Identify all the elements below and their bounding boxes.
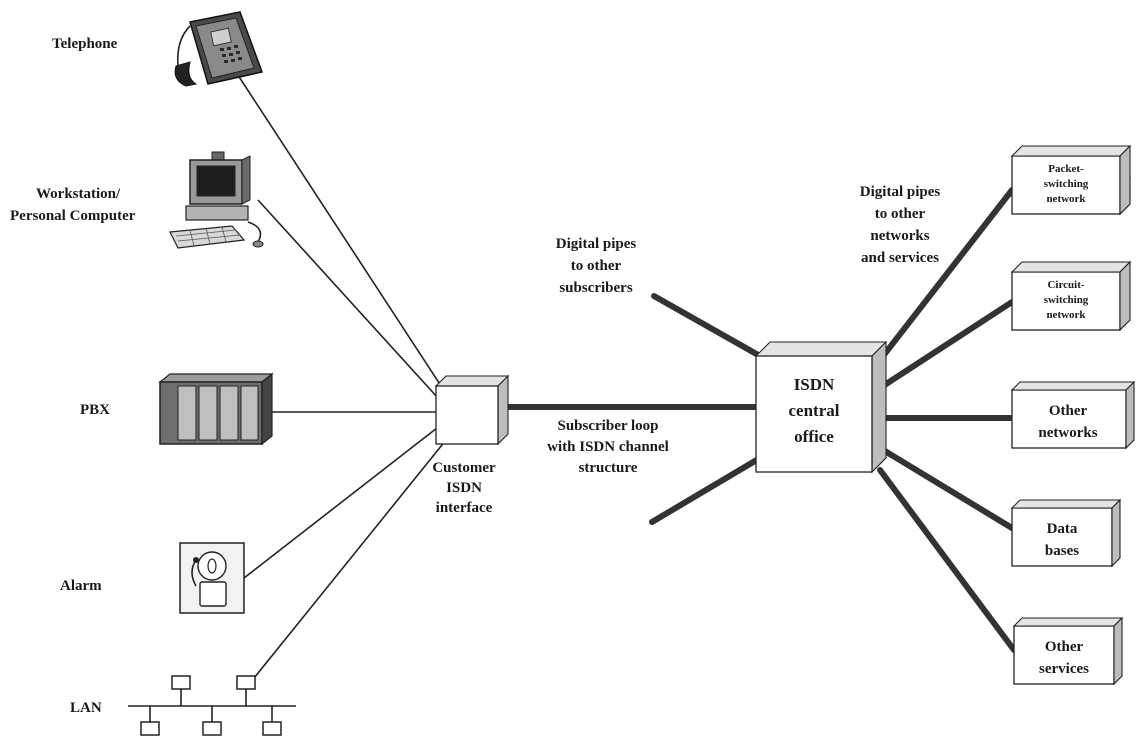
telephone-icon xyxy=(174,11,263,87)
central-office-box xyxy=(754,340,888,474)
other-services-label-line2: services xyxy=(1039,661,1089,677)
central-office-label-line2: central xyxy=(789,401,840,420)
packet-switching-network-box xyxy=(1010,144,1132,216)
circuit-switching-network-box xyxy=(1010,260,1132,332)
packet-network-label-line2: switching xyxy=(1044,178,1089,190)
lan-label: LAN xyxy=(70,700,102,716)
central-office-label-line3: office xyxy=(794,427,834,446)
pipes-networks-label-line1: Digital pipes xyxy=(860,184,941,200)
other-services-box xyxy=(1012,616,1124,686)
pbx-label: PBX xyxy=(80,402,110,418)
digital-pipes xyxy=(499,187,1017,653)
customer-interface-label-line1: Customer xyxy=(432,460,496,476)
other-networks-label-line1: Other xyxy=(1049,403,1088,419)
databases-label-line1: Data xyxy=(1047,521,1078,537)
circuit-network-label-line2: switching xyxy=(1044,294,1089,306)
packet-network-label-line3: network xyxy=(1046,193,1086,205)
workstation-label-line1: Workstation/ xyxy=(36,186,121,202)
other-services-label-line1: Other xyxy=(1045,639,1084,655)
workstation-icon xyxy=(169,151,264,249)
device-connections xyxy=(231,65,447,689)
pipes-networks-label-line4: and services xyxy=(861,250,939,266)
circuit-network-label-line1: Circuit- xyxy=(1047,279,1084,291)
pipe-to-databases xyxy=(877,445,1015,531)
pipe-to-packet-network xyxy=(877,187,1015,363)
other-networks-box xyxy=(1010,380,1136,450)
pipes-subscribers-label-line2: to other xyxy=(571,258,622,274)
central-office-label-line1: ISDN xyxy=(794,375,835,394)
customer-interface-box xyxy=(434,374,510,446)
subscriber-loop-label-line1: Subscriber loop xyxy=(558,418,659,434)
other-networks-label-line2: networks xyxy=(1038,425,1097,441)
alarm-icon xyxy=(179,542,245,614)
pbx-icon xyxy=(158,372,274,446)
pipes-subscribers-label-line1: Digital pipes xyxy=(556,236,637,252)
subscriber-loop-label-line3: structure xyxy=(579,460,638,476)
pipe-to-other-services xyxy=(877,467,1017,653)
workstation-link xyxy=(257,199,439,399)
telephone-label: Telephone xyxy=(52,36,118,52)
pipe-to-subscriber-upper xyxy=(651,293,763,359)
databases-box xyxy=(1010,498,1122,568)
pipe-to-circuit-network xyxy=(877,299,1015,391)
alarm-link xyxy=(243,427,438,579)
customer-interface-label-line2: ISDN xyxy=(446,480,482,496)
circuit-network-label-line3: network xyxy=(1046,309,1086,321)
alarm-label: Alarm xyxy=(60,578,102,594)
subscriber-loop-label-line2: with ISDN channel xyxy=(547,439,669,455)
databases-label-line2: bases xyxy=(1045,543,1079,559)
lan-icon xyxy=(128,675,296,736)
lan-link xyxy=(245,439,447,689)
customer-interface-label-line3: interface xyxy=(436,500,493,516)
pipes-networks-label-line2: to other xyxy=(875,206,926,222)
pipe-to-subscriber-lower xyxy=(649,455,763,525)
pipes-subscribers-label-line3: subscribers xyxy=(559,280,633,296)
pipes-networks-label-line3: networks xyxy=(870,228,929,244)
packet-network-label-line1: Packet- xyxy=(1048,163,1084,175)
workstation-label-line2: Personal Computer xyxy=(10,208,136,224)
telephone-link xyxy=(231,65,446,393)
